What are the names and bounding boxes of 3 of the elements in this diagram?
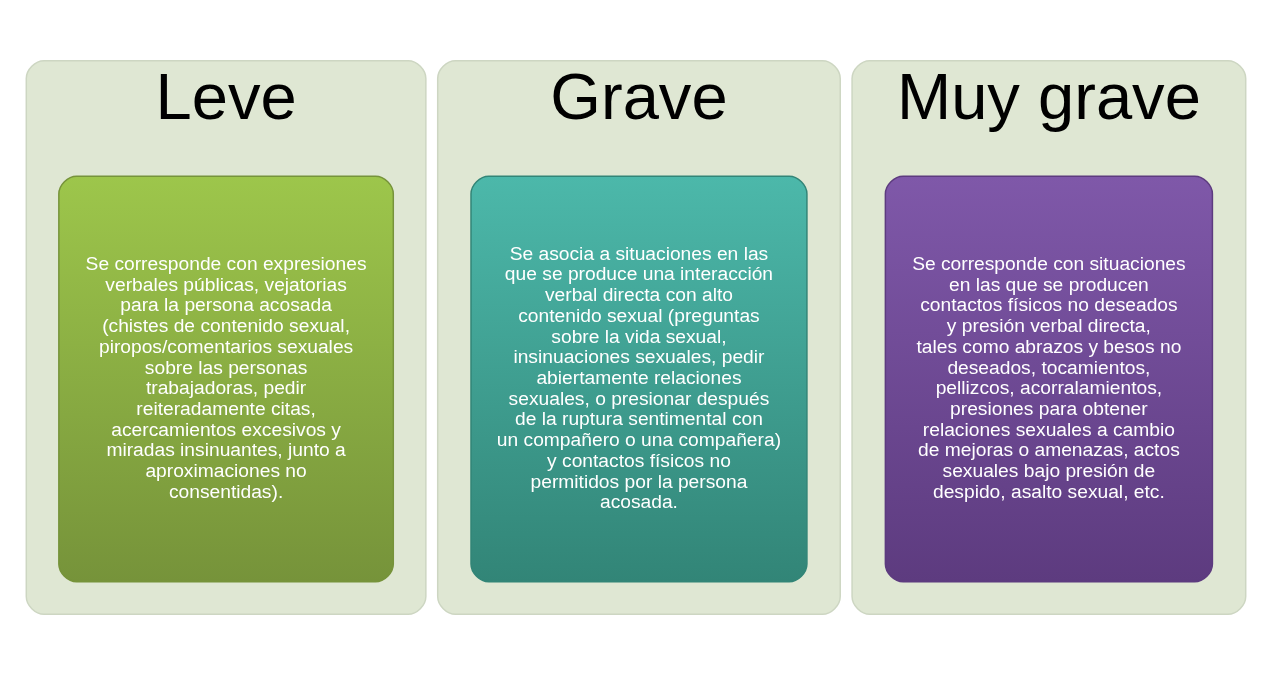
node-box: Se corresponde con situaciones en las que se producen contactos físicos no deseados y presión verbal directa, tales como abrazos y besos no deseados, tocamientos, pellizcos, acorralamientos, presiones para obtener relaciones sexuales a cambio de mejoras o amenazas, actos sexuales bajo presión de despido, asalto sexual, etc. bbox=[884, 175, 1214, 583]
node-box: Se corresponde con expresiones verbales públicas, vejatorias para la persona acosada (chistes de contenido sexual, piropos/comentarios sexuales sobre las personas trabajadoras, pedir reiteradamente citas, acercamientos excesivos y miradas insinuantes, junto a aproximaciones no consentidas). bbox=[58, 175, 395, 583]
node-box: Se asocia a situaciones en las que se produce una interacción verbal directa con alto contenido sexual (preguntas sobre la vida sexual, insinuaciones sexuales, pedir abiertamente relaciones sexuales, o presionar después de la ruptura sentimental con un compañero o una compañera) y contactos físicos no permitidos por la persona acosada. bbox=[470, 175, 808, 583]
